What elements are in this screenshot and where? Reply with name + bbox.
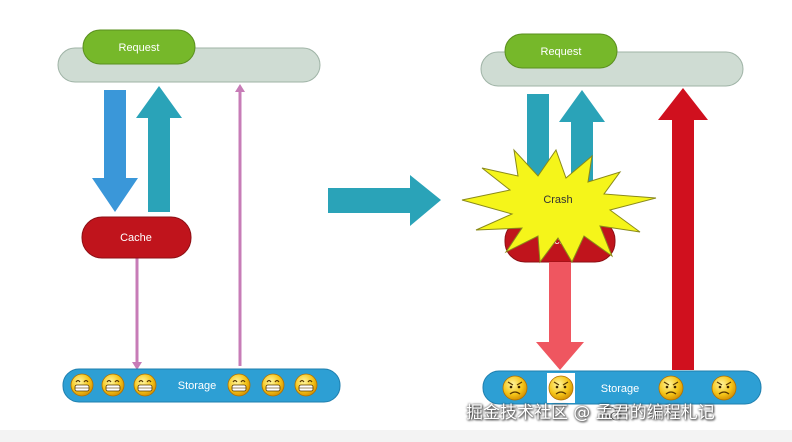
crash-label: Crash [543, 194, 572, 206]
grinning-face-icon [227, 373, 251, 397]
arrow-right-icon [328, 175, 441, 226]
angry-face-icon [548, 375, 574, 401]
up-arrow [136, 86, 182, 212]
angry-emoji-group [502, 373, 737, 403]
request-pill [82, 29, 196, 65]
cache-pill [81, 216, 192, 259]
angry-face-icon [711, 375, 737, 401]
request-label: Request [541, 46, 582, 58]
watermark-text: 掘金技术社区 @ 孟君的编程札记 [466, 403, 715, 423]
grinning-face-icon [101, 373, 125, 397]
storage-to-request-arrow [658, 88, 708, 370]
down-arrow [92, 90, 138, 212]
cache-to-storage-arrow [536, 262, 584, 370]
happy-emoji-group-left [70, 373, 157, 397]
bottom-strip [0, 430, 792, 442]
storage-label: Storage [601, 383, 640, 395]
storage-label: Storage [178, 380, 217, 392]
up-arrow [559, 90, 605, 214]
request-pill [504, 33, 618, 69]
crash-burst [461, 148, 657, 264]
grinning-face-icon [294, 373, 318, 397]
cache-label: Cache [120, 232, 152, 244]
happy-emoji-group-right [227, 373, 318, 397]
wechat-icon [603, 406, 622, 421]
grinning-face-icon [133, 373, 157, 397]
grinning-face-icon [70, 373, 94, 397]
grinning-face-icon [261, 373, 285, 397]
left-diagram: Request Cache Storage [57, 29, 341, 403]
right-diagram: Request ache Crash Storage [461, 33, 762, 405]
storage-to-request-arrowhead [235, 84, 245, 92]
cache-to-storage-arrowhead [132, 362, 142, 370]
request-label: Request [119, 42, 160, 54]
angry-face-icon [658, 375, 684, 401]
angry-face-icon [502, 375, 528, 401]
